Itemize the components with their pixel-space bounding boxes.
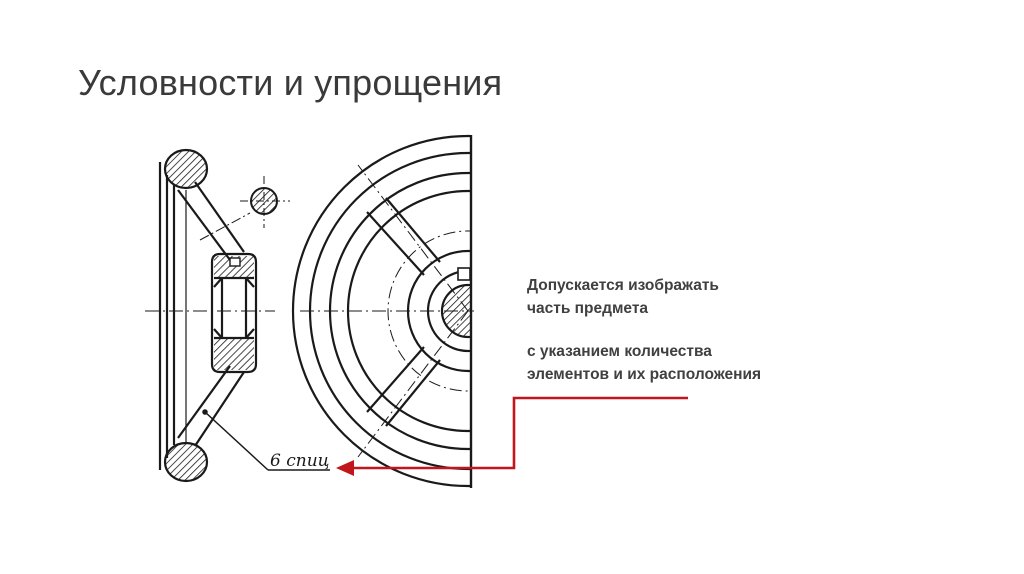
note-part-of-object: Допускается изображать часть предмета [527, 274, 719, 320]
side-section-view [158, 148, 258, 483]
note-line: часть предмета [527, 300, 649, 317]
red-arrow [352, 396, 688, 470]
slide-title: Условности и упрощения [78, 62, 503, 103]
spoke-cross-section [199, 176, 290, 241]
note-line: Допускается изображать [527, 277, 719, 294]
red-arrow-head [336, 460, 354, 476]
note-line: элементов и их расположения [527, 366, 762, 383]
spokes-callout: 6 спиц [270, 451, 330, 471]
note-line: с указанием количества [527, 343, 712, 360]
callout-leader [202, 409, 330, 471]
note-element-count: с указанием количества элементов и их ра… [527, 340, 761, 386]
